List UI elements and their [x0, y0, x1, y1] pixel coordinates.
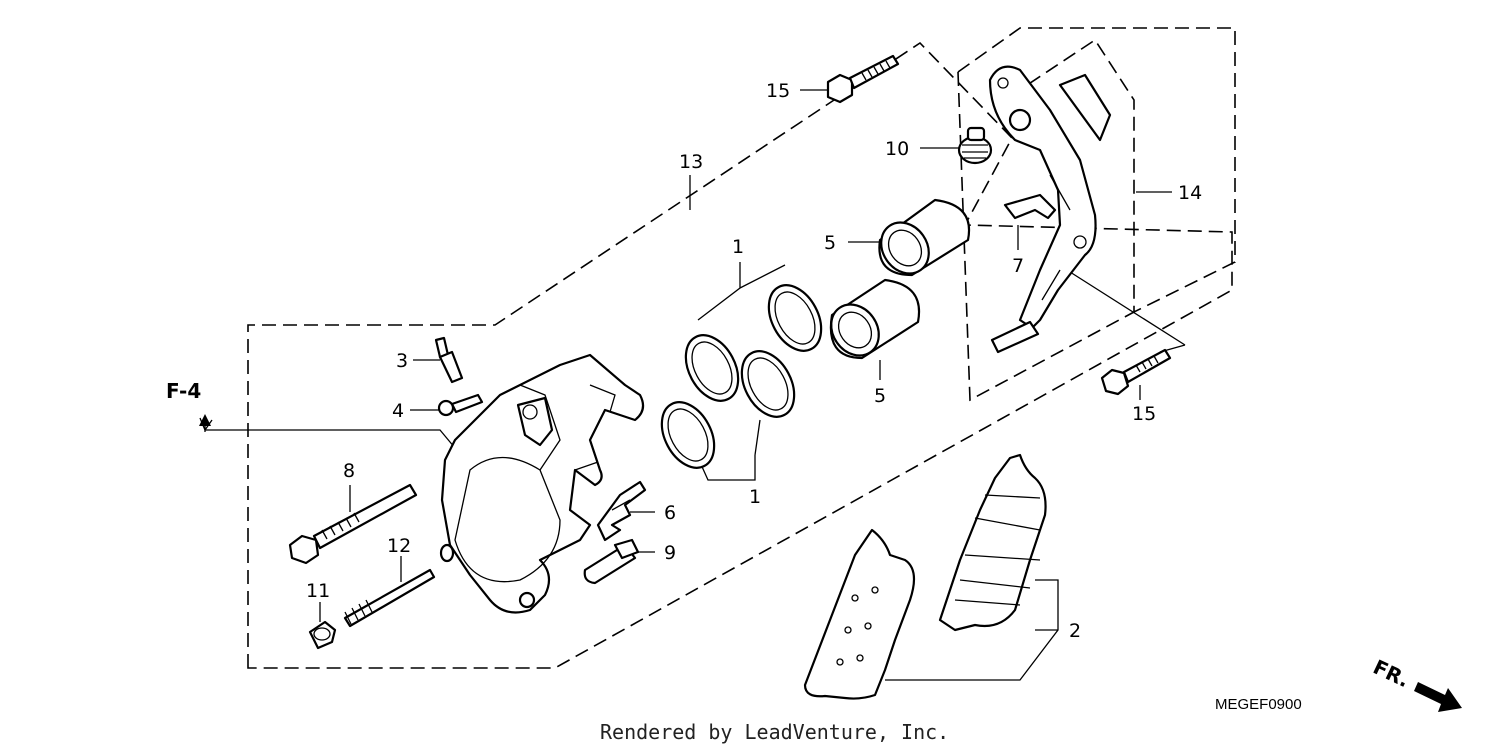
pad-spring-6	[596, 480, 647, 542]
callout-labels: 1 1 2 3 4 5 5 6 7 8 9 10 11 12 13 14 15 …	[306, 80, 1202, 642]
front-direction-label: FR.	[1369, 655, 1413, 692]
callout-1-bottom: 1	[749, 486, 761, 508]
diagram-code: MEGEF0900	[1215, 696, 1302, 713]
plug-11	[308, 620, 337, 650]
bracket-outline-left	[957, 71, 1135, 402]
callout-15-right: 15	[1132, 403, 1156, 425]
pin-12	[343, 568, 436, 628]
bleeder-valve-3	[434, 336, 464, 384]
pin-bolt-8	[288, 483, 418, 565]
screw-4	[437, 393, 484, 417]
callout-14: 14	[1178, 182, 1202, 204]
callout-11: 11	[306, 580, 330, 602]
callout-7: 7	[1012, 255, 1024, 277]
brake-pad-front	[803, 528, 916, 700]
callout-12: 12	[387, 535, 411, 557]
callout-5-bottom: 5	[874, 385, 886, 407]
callout-3: 3	[396, 350, 408, 372]
bracket-assembly-outline-14	[957, 27, 1236, 314]
bolt-15-top	[826, 54, 900, 104]
seals-1	[660, 284, 823, 469]
callout-4: 4	[392, 400, 404, 422]
f4-reference-arrow	[199, 414, 213, 432]
callout-5-top: 5	[824, 232, 836, 254]
piston-5-bottom	[829, 278, 921, 360]
piston-5-top	[878, 198, 971, 277]
brake-pad-rear	[938, 453, 1047, 632]
front-direction-arrow	[1414, 682, 1462, 712]
clip-7	[1003, 193, 1057, 220]
credit-text: Rendered by LeadVenture, Inc.	[600, 720, 949, 744]
callout-1-top: 1	[732, 236, 744, 258]
callout-9: 9	[664, 542, 676, 564]
callout-13: 13	[679, 151, 703, 173]
bleeder-10	[957, 126, 993, 165]
callout-15-top: 15	[766, 80, 790, 102]
callout-8: 8	[343, 460, 355, 482]
caliper-bracket-14	[988, 65, 1112, 354]
callout-10: 10	[885, 138, 909, 160]
caliper-assembly-outline-13	[247, 41, 1233, 669]
callout-2: 2	[1069, 620, 1081, 642]
f4-reference-label: F-4	[166, 379, 201, 403]
callout-6: 6	[664, 502, 676, 524]
caliper-body	[439, 353, 645, 614]
bolt-9	[583, 538, 640, 585]
bolt-15-right	[1100, 348, 1172, 396]
